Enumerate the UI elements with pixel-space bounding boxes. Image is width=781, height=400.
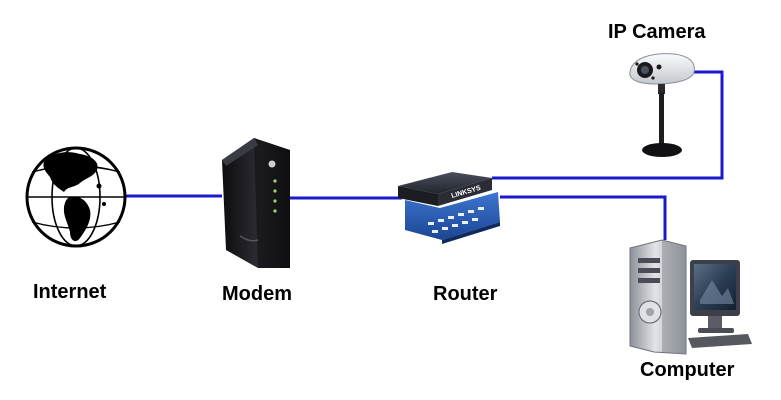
- label-ip-camera: IP Camera: [608, 21, 706, 43]
- modem-icon: [222, 138, 290, 268]
- label-router: Router: [433, 283, 498, 305]
- label-internet: Internet: [33, 281, 107, 303]
- computer-icon: [629, 239, 752, 355]
- cable-router-computer: [500, 195, 667, 240]
- label-modem: Modem: [222, 283, 292, 305]
- router-icon: LINKSYS: [398, 172, 500, 244]
- ip-camera-icon: [629, 53, 695, 157]
- label-computer: Computer: [640, 359, 735, 381]
- router-port-lights: [428, 207, 484, 233]
- cables: [126, 70, 724, 240]
- cable-router-camera: [492, 70, 724, 180]
- globe-icon: [25, 146, 127, 248]
